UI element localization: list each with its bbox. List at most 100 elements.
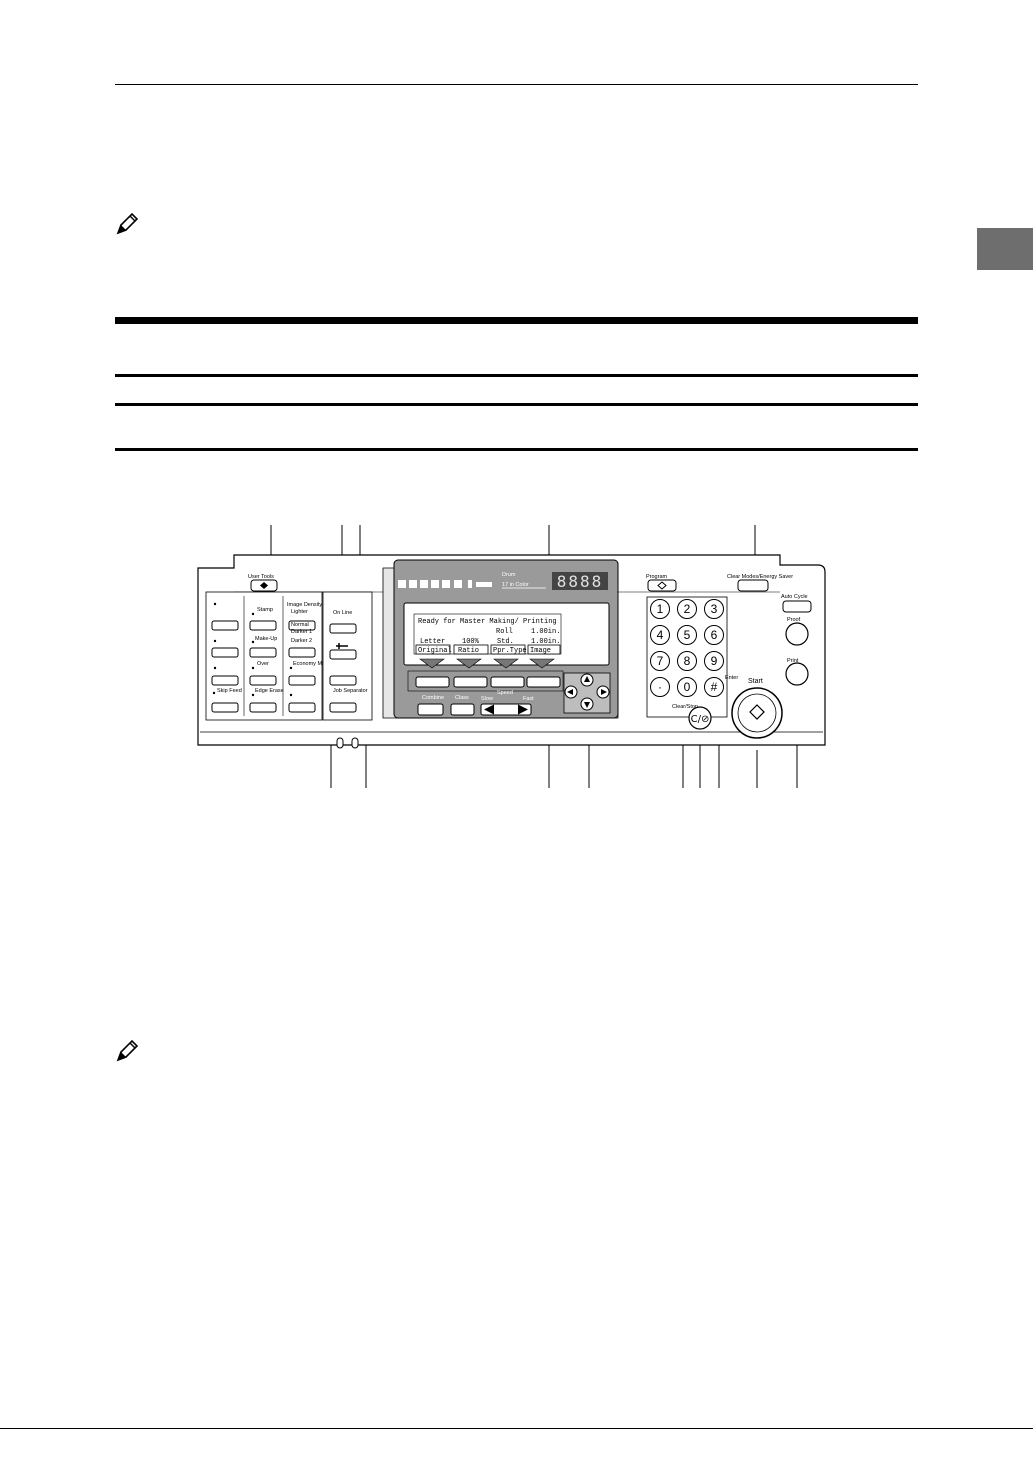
auto-cycle-label: Auto Cycle: [781, 594, 808, 600]
key-2[interactable]: [677, 599, 697, 619]
skip-feed-button[interactable]: [211, 702, 239, 713]
status-icons: [398, 580, 492, 588]
print-label: Print: [787, 658, 799, 664]
over-label: Over: [257, 661, 269, 667]
proof-label: Proof: [787, 617, 801, 623]
chapter-tab: [977, 228, 1033, 270]
key-9-label: 9: [711, 654, 718, 668]
edge-erase-button[interactable]: [249, 702, 277, 713]
key-hash-label: #: [711, 680, 718, 694]
key-enter[interactable]: [704, 677, 724, 697]
key-0[interactable]: [677, 677, 697, 697]
function-key-5[interactable]: [329, 675, 357, 686]
lcd-tab-ratio: Ratio: [458, 647, 479, 655]
numeric-keypad: 1 2 3 4 5 6 7 8 9 · 0 #: [650, 599, 724, 697]
function-key-3[interactable]: [211, 675, 239, 686]
key-3[interactable]: [704, 599, 724, 619]
key-6[interactable]: [704, 625, 724, 645]
image-density-label: Image Density: [287, 602, 322, 608]
key-8[interactable]: [677, 651, 697, 671]
header-rule: [115, 84, 918, 85]
key-4[interactable]: [650, 625, 670, 645]
subsection-rule-bottom: [115, 403, 918, 406]
slow-label: Slow: [481, 696, 493, 702]
image-density-button[interactable]: [288, 620, 316, 631]
print-button[interactable]: [785, 662, 809, 686]
lcd-tab-image: Image: [530, 647, 551, 655]
selection-key-3[interactable]: [490, 676, 525, 688]
lcd-tab-original: Original: [418, 647, 452, 655]
selection-key-4[interactable]: [526, 676, 561, 688]
lcd-size-a: 1.00in.: [531, 628, 560, 636]
key-dot-label: ·: [658, 680, 662, 694]
lighter-label: Lighter: [291, 609, 308, 615]
stamp-label: Stamp: [257, 607, 273, 613]
key-9[interactable]: [704, 651, 724, 671]
selection-key-1[interactable]: [415, 676, 450, 688]
section-rule: [115, 317, 918, 324]
lcd-tab-paper-type: Ppr.Type: [493, 647, 527, 655]
proof-button[interactable]: [785, 622, 809, 646]
cancel-job-button[interactable]: [329, 649, 357, 660]
key-7[interactable]: [650, 651, 670, 671]
fast-label: Fast: [523, 696, 534, 702]
make-up-label: Make-Up: [255, 636, 277, 642]
darker2-label: Darker 2: [291, 638, 312, 644]
program-label: Program: [646, 574, 668, 580]
note-pencil-icon-2: [116, 1039, 139, 1062]
density-button-2[interactable]: [288, 647, 316, 658]
note-pencil-icon: [116, 212, 139, 235]
key-dot[interactable]: [650, 677, 670, 697]
lcd-paper-info: Roll: [496, 628, 513, 636]
key-4-label: 4: [657, 628, 664, 642]
speed-label: Speed: [497, 690, 513, 696]
job-separator-label: Job Separator: [333, 688, 368, 694]
economy-mode-button[interactable]: [288, 675, 316, 686]
program-button[interactable]: [647, 579, 677, 592]
indicator-lamp-1: [336, 737, 344, 749]
function-key-4[interactable]: [288, 702, 316, 713]
clear-modes-button[interactable]: [737, 579, 769, 592]
lcd-status-line: Ready for Master Making/ Printing: [418, 618, 557, 626]
on-line-label: On Line: [333, 610, 352, 616]
skip-feed-label: Skip Feed: [217, 688, 242, 694]
start-label: Start: [748, 678, 763, 685]
start-button[interactable]: [731, 687, 783, 739]
clear-stop-button[interactable]: [688, 706, 712, 730]
class-label: Class: [455, 695, 469, 701]
function-key-2[interactable]: [211, 647, 239, 658]
job-separator-button[interactable]: [329, 702, 357, 713]
auto-cycle-button[interactable]: [782, 600, 812, 613]
function-key-1[interactable]: [211, 620, 239, 631]
clear-modes-label: Clear Modes/Energy Saver: [727, 574, 793, 580]
subsection-rule-end: [115, 448, 918, 451]
control-panel-illustration: User Tools Stamp Make-Up Over Skip Feed …: [197, 525, 826, 788]
copy-counter-display: 8888: [557, 572, 604, 591]
class-button[interactable]: [450, 703, 475, 716]
key-5-label: 5: [684, 628, 691, 642]
stamp-button[interactable]: [249, 620, 277, 631]
key-6-label: 6: [711, 628, 718, 642]
key-8-label: 8: [684, 654, 691, 668]
key-3-label: 3: [711, 602, 718, 616]
clear-stop-key-label: C/⊘: [691, 714, 710, 725]
make-up-button[interactable]: [249, 647, 277, 658]
selection-key-2[interactable]: [453, 676, 488, 688]
combine-label: Combine: [422, 695, 444, 701]
key-1[interactable]: [650, 599, 670, 619]
lcd-size-b: 1.00in.: [531, 638, 560, 646]
subsection-rule-top: [115, 374, 918, 377]
lcd-paper-type: Std.: [497, 638, 514, 646]
footer-rule: [0, 1428, 1033, 1429]
combine-button[interactable]: [417, 703, 444, 716]
on-line-button[interactable]: [329, 623, 357, 634]
key-7-label: 7: [657, 654, 664, 668]
clear-stop-label: Clear/Stop: [672, 704, 698, 710]
normal-label: Normal: [291, 622, 309, 628]
key-1-label: 1: [657, 602, 664, 616]
lcd-ratio-value: 100%: [462, 638, 480, 646]
economy-mode-label: Economy Mode: [293, 661, 331, 667]
key-5[interactable]: [677, 625, 697, 645]
darker1-label: Darker 1: [291, 629, 312, 635]
over-button[interactable]: [249, 675, 277, 686]
